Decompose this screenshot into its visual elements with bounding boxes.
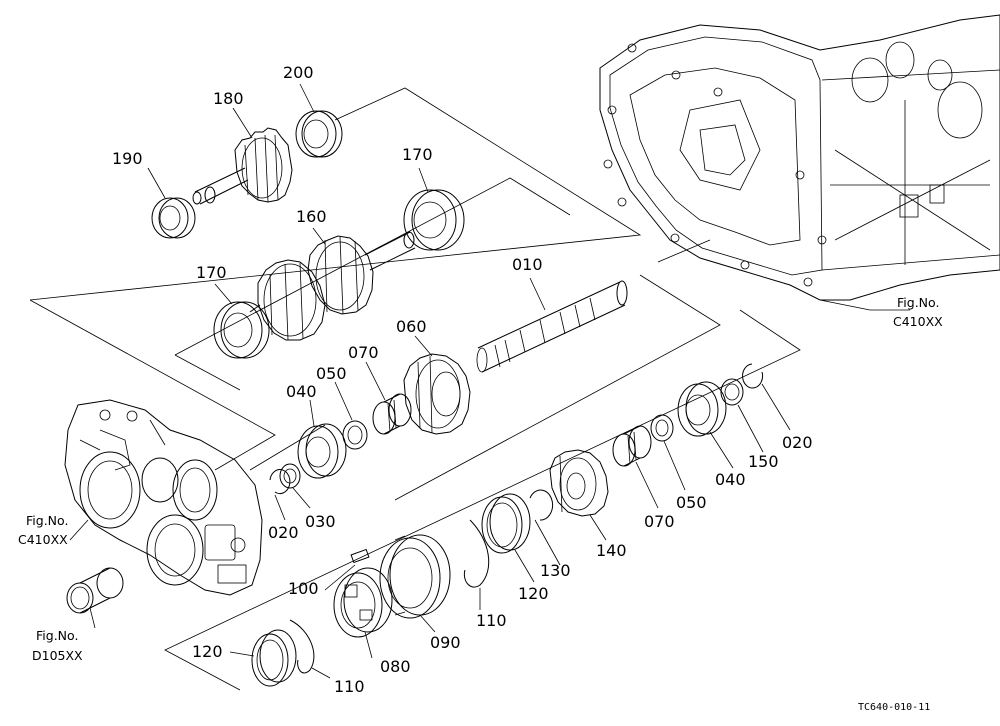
synchro-ring-120-lower: [251, 629, 297, 687]
needle-bearing-070-upper: [372, 393, 412, 435]
key-100: [350, 548, 370, 564]
gear-140: [549, 449, 609, 517]
label-110-upper: 110: [476, 611, 507, 630]
circlip-130: [529, 489, 554, 521]
bearing-200: [295, 110, 343, 158]
label-050-upper: 050: [316, 364, 347, 383]
label-050-lower: 050: [676, 493, 707, 512]
label-110-lower: 110: [334, 677, 365, 696]
fig-ref-right-title: Fig.No.: [897, 295, 939, 310]
label-120-upper: 120: [518, 584, 549, 603]
spring-110-upper: [463, 519, 490, 588]
label-120-lower: 120: [192, 642, 223, 661]
fig-ref-right-code: C410XX: [893, 314, 943, 329]
label-020-right: 020: [782, 433, 813, 452]
shaft-160: [249, 231, 416, 341]
label-080: 080: [380, 657, 411, 676]
bearing-170-upper: [403, 189, 465, 251]
fig-ref-bottom-title: Fig.No.: [36, 628, 78, 643]
part-labels: 200 180 190 170 160 170 010 060 070 050 …: [112, 63, 813, 696]
label-020-left: 020: [268, 523, 299, 542]
gear-housing: [64, 399, 263, 596]
label-160: 160: [296, 207, 327, 226]
shaft-010: [476, 280, 628, 373]
synchro-ring-120-upper: [481, 493, 531, 554]
label-150: 150: [748, 452, 779, 471]
washer-050-upper: [342, 420, 368, 450]
bearing-170-lower: [213, 301, 270, 359]
label-130: 130: [540, 561, 571, 580]
bushing: [66, 567, 124, 614]
hub-080: [333, 567, 393, 638]
label-030: 030: [305, 512, 336, 531]
label-040-upper: 040: [286, 382, 317, 401]
circlip-020-left: [269, 469, 291, 495]
group-outlines: [29, 87, 801, 691]
gear-060: [403, 353, 471, 435]
label-040-lower: 040: [715, 470, 746, 489]
label-170-upper: 170: [402, 145, 433, 164]
washer-050-lower: [650, 414, 674, 442]
leader-lines: [69, 83, 910, 679]
label-010: 010: [512, 255, 543, 274]
label-140: 140: [596, 541, 627, 560]
label-090: 090: [430, 633, 461, 652]
figure-references: Fig.No. C410XX Fig.No. C410XX Fig.No. D1…: [18, 295, 943, 713]
label-190: 190: [112, 149, 143, 168]
circlip-020-right: [742, 363, 764, 389]
transmission-case: [599, 14, 1000, 311]
fig-ref-left-title: Fig.No.: [26, 513, 68, 528]
label-060: 060: [396, 317, 427, 336]
label-070-lower: 070: [644, 512, 675, 531]
bearing-040-lower: [677, 381, 727, 437]
sleeve-090: [379, 534, 451, 619]
needle-bearing-070-lower: [612, 425, 652, 467]
fig-ref-left-code: C410XX: [18, 532, 68, 547]
label-100: 100: [288, 579, 319, 598]
label-170-lower: 170: [196, 263, 227, 282]
bearing-040-upper: [297, 423, 347, 479]
washer-150: [720, 378, 744, 406]
shaft-180: [192, 127, 293, 205]
label-200: 200: [283, 63, 314, 82]
drawing-code: TC640-010-11: [858, 702, 930, 713]
fig-ref-bottom-code: D105XX: [32, 648, 83, 663]
bearing-190: [151, 197, 196, 239]
spring-110-lower: [289, 619, 315, 674]
label-070-upper: 070: [348, 343, 379, 362]
label-180: 180: [213, 89, 244, 108]
